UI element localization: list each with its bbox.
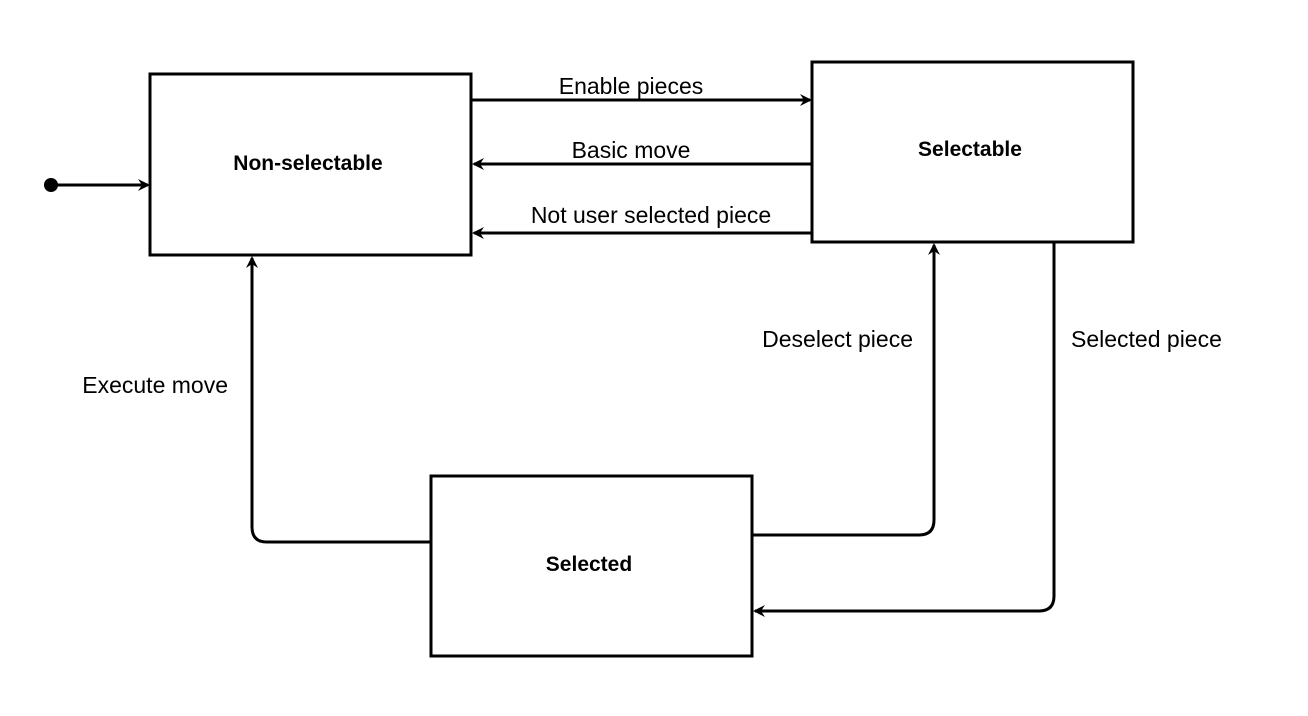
edge-label-deselect-piece: Deselect piece <box>762 326 913 352</box>
state-box-selectable <box>810 60 1135 244</box>
edge-label-selected-piece: Selected piece <box>1071 326 1222 352</box>
edge-deselect-piece <box>752 243 940 537</box>
state-label-selected: Selected <box>546 553 632 576</box>
state-selected: Selected <box>429 474 754 658</box>
state-label-selectable: Selectable <box>918 138 1022 161</box>
edge-label-execute-move: Execute move <box>82 372 228 398</box>
edge-execute-move <box>246 256 431 544</box>
state-selectable: Selectable <box>810 60 1135 244</box>
edge-label-enable-pieces: Enable pieces <box>559 73 704 99</box>
state-label-non-selectable: Non-selectable <box>233 152 382 175</box>
state-box-selected <box>429 474 754 658</box>
edge-selected-piece <box>753 242 1056 617</box>
state-box-non-selectable <box>148 72 473 257</box>
edge-label-basic-move: Basic move <box>572 137 691 163</box>
edge-label-not-user-selected-piece: Not user selected piece <box>531 202 771 228</box>
state-non-selectable: Non-selectable <box>148 72 473 257</box>
